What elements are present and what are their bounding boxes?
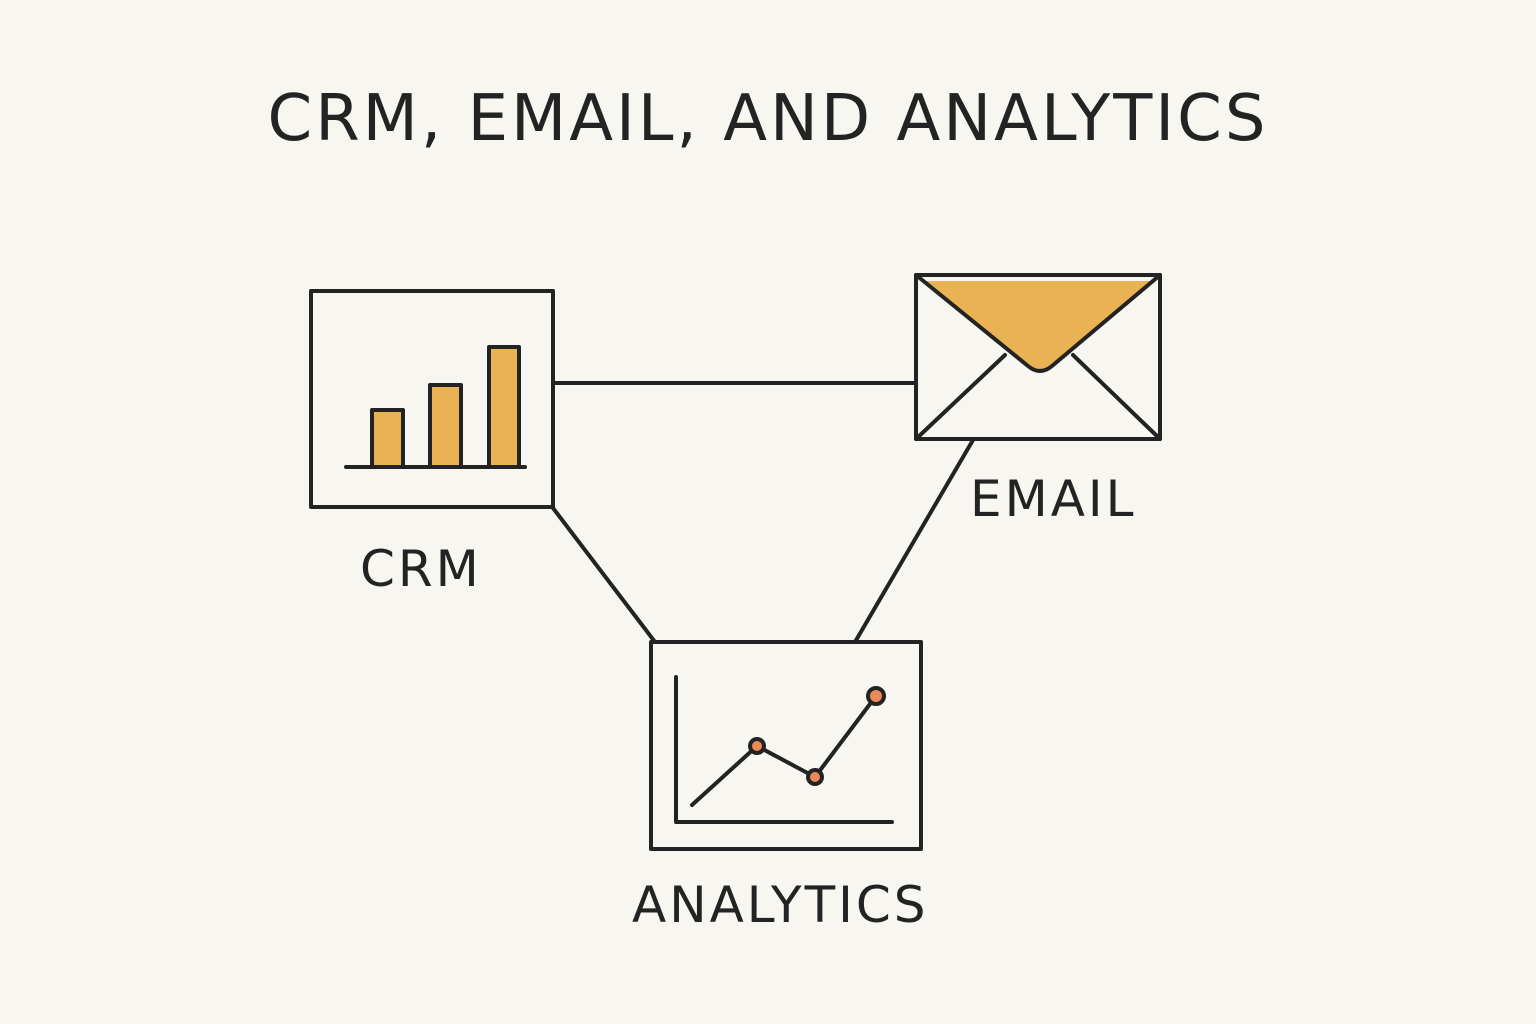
- envelope-fold-right: [1071, 353, 1162, 441]
- crm-bar-3: [487, 345, 521, 469]
- analytics-point-2: [806, 768, 824, 786]
- crm-bar-1: [370, 408, 405, 469]
- envelope-flap: [922, 281, 1155, 371]
- crm-bar-2: [428, 383, 463, 469]
- analytics-point-3: [866, 686, 886, 706]
- crm-box: [309, 289, 555, 509]
- analytics-point-1: [748, 737, 766, 755]
- connector-crm-analytics: [551, 506, 657, 644]
- analytics-trend-line: [690, 694, 878, 807]
- connector-email-analytics: [853, 438, 975, 644]
- envelope-flap-outline: [914, 273, 1162, 373]
- crm-node: [309, 289, 555, 509]
- envelope-icon: [914, 273, 1162, 441]
- analytics-box: [649, 640, 923, 851]
- bar-chart-icon: [344, 345, 527, 469]
- email-label: EMAIL: [970, 470, 1137, 528]
- analytics-label: ANALYTICS: [632, 876, 929, 934]
- analytics-axes: [674, 675, 894, 824]
- analytics-node: [649, 640, 923, 851]
- line-chart-icon: [674, 675, 894, 824]
- crm-label: CRM: [360, 540, 482, 598]
- diagram-title: CRM, EMAIL, AND ANALYTICS: [267, 82, 1269, 156]
- envelope-fold-left: [914, 353, 1007, 441]
- email-node: [914, 273, 1162, 441]
- envelope-body: [914, 273, 1162, 441]
